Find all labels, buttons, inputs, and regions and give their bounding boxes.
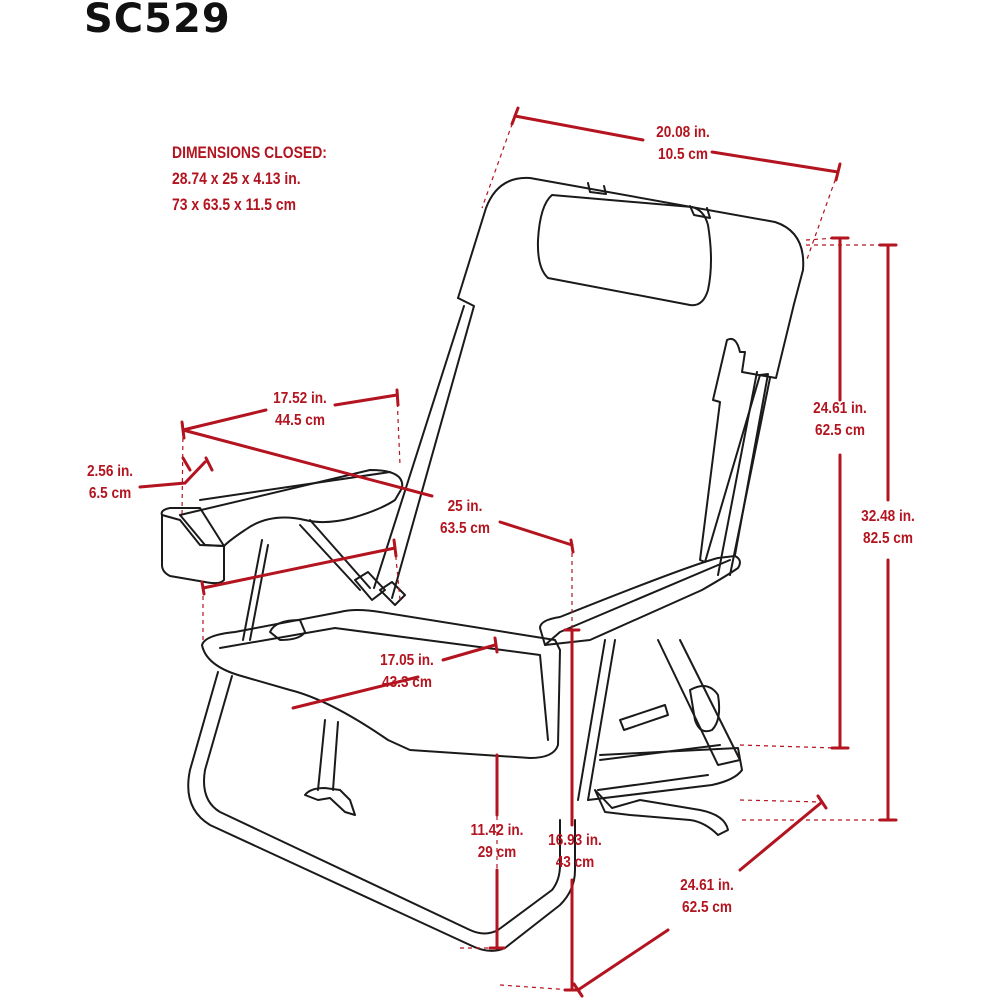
dim-tick-cup-holder — [181, 456, 214, 472]
dim-tick-seat-depth — [493, 636, 499, 654]
strap-left — [304, 719, 356, 816]
label-backrest-width: 20.08 in. 10.5 cm — [645, 122, 722, 166]
closed-dimensions-heading: DIMENSIONS CLOSED: — [172, 143, 327, 162]
backrest-rail-left — [373, 305, 465, 589]
label-backrest-width-cm: 10.5 cm — [658, 146, 708, 163]
right-armrest — [539, 555, 741, 646]
label-overall-width-in: 25 in. — [447, 498, 483, 515]
model-title: SC529 — [84, 0, 231, 42]
frame-rear — [599, 744, 721, 761]
frame-right — [587, 747, 743, 801]
left-armrest — [179, 469, 404, 547]
label-base-depth: 24.61 in. 62.5 cm — [669, 875, 746, 919]
label-backrest-width-in: 20.08 in. — [656, 124, 710, 141]
cup-holder-lip — [161, 514, 225, 547]
label-seat-depth: 17.05 in. 43.3 cm — [369, 650, 446, 694]
label-seat-depth-cm: 43.3 cm — [382, 674, 432, 691]
backrest-rail-right — [717, 371, 771, 576]
headrest-strap — [587, 182, 711, 219]
closed-dimensions-imperial: 28.74 x 25 x 4.13 in. — [172, 169, 301, 188]
cup-holder — [160, 507, 225, 585]
label-armrest-length-cm: 44.5 cm — [275, 412, 325, 429]
label-total-height-cm: 82.5 cm — [863, 530, 913, 547]
label-armrest-length-in: 17.52 in. — [273, 390, 327, 407]
front-bar — [269, 619, 306, 641]
seat — [201, 609, 561, 759]
label-armrest-height: 16.93 in. 43 cm — [537, 830, 614, 874]
label-base-depth-in: 24.61 in. — [680, 877, 734, 894]
label-overall-width: 25 in. 63.5 cm — [427, 496, 504, 540]
label-seat-height-cm: 29 cm — [477, 844, 517, 861]
label-backrest-height-cm: 62.5 cm — [815, 422, 865, 439]
label-total-height-in: 32.48 in. — [861, 508, 915, 525]
label-seat-depth-in: 17.05 in. — [380, 652, 434, 669]
dim-line-cup-holder — [138, 460, 207, 489]
label-seat-height: 11.42 in. 29 cm — [461, 820, 532, 864]
closed-dimensions-metric: 73 x 63.5 x 11.5 cm — [172, 195, 297, 214]
label-cup-holder-cm: 6.5 cm — [88, 485, 132, 502]
dim-line-overall-width — [181, 428, 574, 547]
dim-line-armrest-length — [181, 393, 399, 432]
label-cup-holder-in: 2.56 in. — [86, 463, 134, 480]
label-armrest-height-cm: 43 cm — [555, 854, 595, 871]
dim-tick-backrest-height — [830, 236, 850, 750]
dim-line-seat-front — [201, 546, 397, 590]
strap-right — [594, 789, 729, 836]
backrest — [457, 176, 805, 563]
label-seat-height-in: 11.42 in. — [470, 822, 524, 839]
label-cup-holder: 2.56 in. 6.5 cm — [74, 461, 145, 505]
dim-line-base-depth — [576, 800, 824, 992]
label-overall-width-cm: 63.5 cm — [440, 520, 490, 537]
headrest-pillow — [536, 194, 712, 307]
label-backrest-height: 24.61 in. 62.5 cm — [802, 398, 879, 442]
label-armrest-height-in: 16.93 in. — [548, 832, 602, 849]
closed-dimensions: DIMENSIONS CLOSED: 28.74 x 25 x 4.13 in.… — [172, 140, 327, 218]
label-total-height: 32.48 in. 82.5 cm — [850, 506, 927, 550]
label-base-depth-cm: 62.5 cm — [682, 899, 732, 916]
frame-left-inner — [203, 675, 561, 935]
backrest-lower-edge — [391, 297, 475, 599]
dim-line-backrest-width — [513, 114, 840, 174]
label-armrest-length: 17.52 in. 44.5 cm — [262, 388, 339, 432]
dim-line-seat-depth — [291, 643, 497, 710]
label-backrest-height-in: 24.61 in. — [813, 400, 867, 417]
